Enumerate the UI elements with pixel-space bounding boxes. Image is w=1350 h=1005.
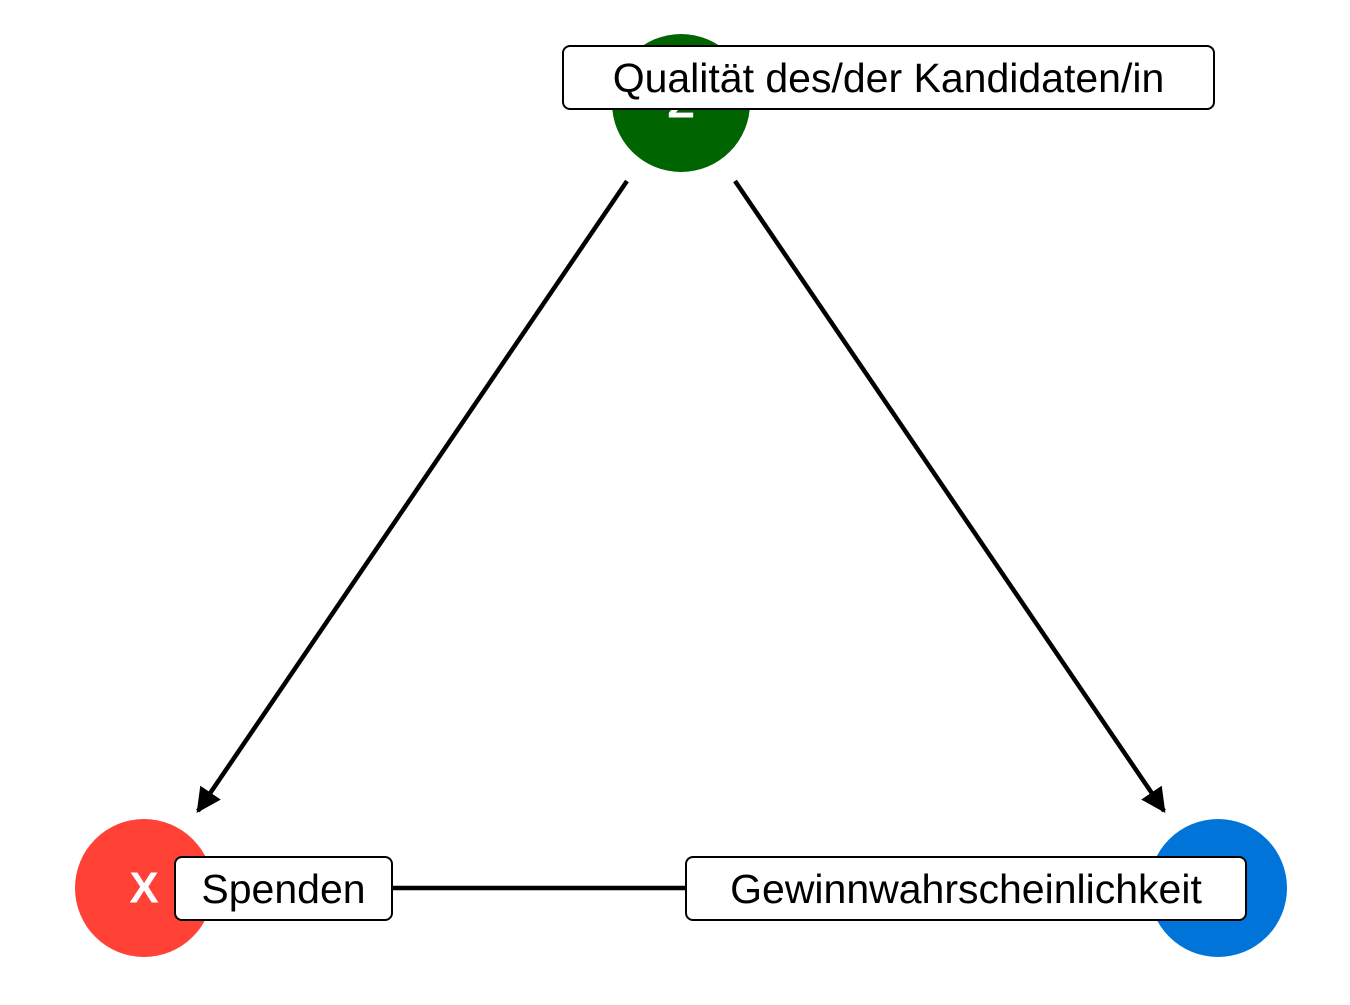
node-x-circle xyxy=(75,819,213,957)
edge-z-to-y xyxy=(733,179,1166,814)
node-y-label-box xyxy=(685,856,1247,921)
node-x-letter: X xyxy=(129,864,158,913)
node-x-label: Spenden xyxy=(201,866,365,912)
node-z-label-box xyxy=(562,45,1215,110)
node-x-label-box xyxy=(174,856,393,921)
node-z-label: Qualität des/der Kandidaten/in xyxy=(613,55,1165,101)
node-y-label: Gewinnwahrscheinlichkeit xyxy=(730,866,1202,912)
edge-z-to-x xyxy=(196,179,629,814)
